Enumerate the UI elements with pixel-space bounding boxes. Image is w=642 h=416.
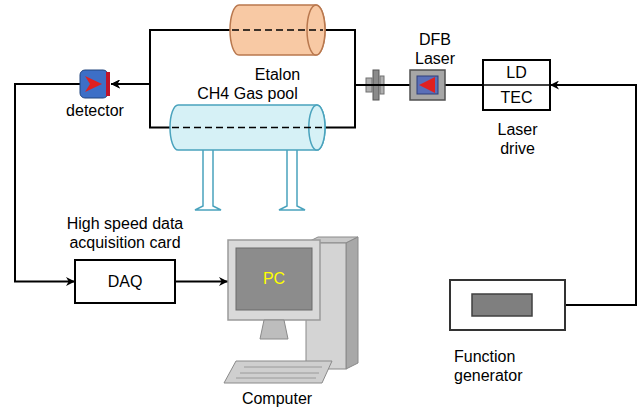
node-label: CH4 Gas pool: [165, 84, 330, 103]
signal-line: [445, 84, 483, 86]
detector-icon: detector: [60, 68, 130, 120]
node-label: High speed data acquisition card: [60, 214, 190, 252]
computer-icon: PC Computer: [222, 235, 362, 411]
daq-box: High speed data acquisition cardDAQ: [60, 210, 190, 305]
etalon-cylinder: Etalon: [225, 3, 330, 88]
dfb-laser: DFB Laser: [395, 30, 475, 105]
node-label: DAQ: [75, 272, 175, 291]
signal-line: [325, 30, 410, 85]
signal-line: [550, 85, 636, 305]
node-label: Function generator: [454, 347, 554, 385]
gas-cell-cylinder-shape: [165, 84, 330, 214]
node-label: LD: [483, 63, 550, 82]
gas-cell-cylinder: CH4 Gas pool: [165, 84, 330, 214]
signal-line: [325, 85, 410, 128]
node-label: detector: [60, 101, 130, 120]
function-generator: Function generator: [440, 275, 575, 395]
laser-driver-box: LD TEC Laser drive: [480, 58, 555, 158]
signal-line: [111, 30, 230, 84]
node-label: Computer: [222, 389, 332, 408]
computer-icon-shape: [222, 235, 362, 411]
node-label: PC: [236, 269, 312, 288]
signal-line: [175, 281, 228, 283]
node-label: Laser drive: [480, 120, 555, 158]
node-label: DFB Laser: [410, 30, 460, 68]
node-label: TEC: [483, 88, 550, 107]
node-label: Etalon: [225, 65, 330, 84]
